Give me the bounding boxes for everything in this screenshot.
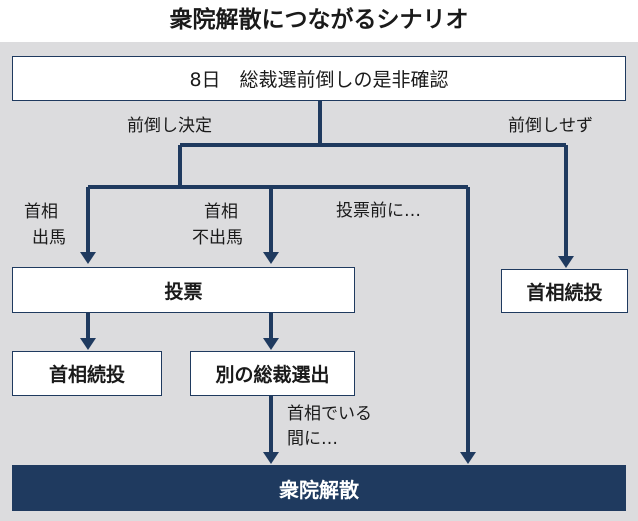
label-while-pm-line2: 間に…	[287, 429, 338, 449]
arrowhead	[80, 338, 96, 350]
label-decided: 前倒し決定	[127, 116, 212, 136]
node-pm-continues-right: 首相続投	[501, 269, 628, 313]
arrowhead	[558, 256, 574, 268]
label-before-vote: 投票前に…	[336, 201, 421, 221]
label-while-pm-line1: 首相でいる	[287, 404, 372, 424]
arrowhead	[460, 452, 476, 464]
arrowhead	[263, 338, 279, 350]
label-pm-not-run-line2: 不出馬	[192, 228, 243, 248]
node-vote: 投票	[12, 267, 355, 313]
label-not-decided: 前倒しせず	[508, 116, 593, 136]
label-pm-not-run-line1: 首相	[204, 202, 238, 222]
node-other-president: 別の総裁選出	[190, 351, 355, 396]
arrowhead	[263, 452, 279, 464]
arrowhead	[80, 252, 96, 264]
node-pm-continues-left: 首相続投	[12, 351, 162, 396]
node-dissolution: 衆院解散	[12, 465, 626, 511]
node-top-decision: 8日 総裁選前倒しの是非確認	[12, 56, 626, 101]
label-pm-runs-line2: 出馬	[32, 228, 66, 248]
diagram-title: 衆院解散につながるシナリオ	[169, 7, 469, 33]
arrowhead	[263, 252, 279, 264]
label-pm-runs-line1: 首相	[24, 202, 58, 222]
